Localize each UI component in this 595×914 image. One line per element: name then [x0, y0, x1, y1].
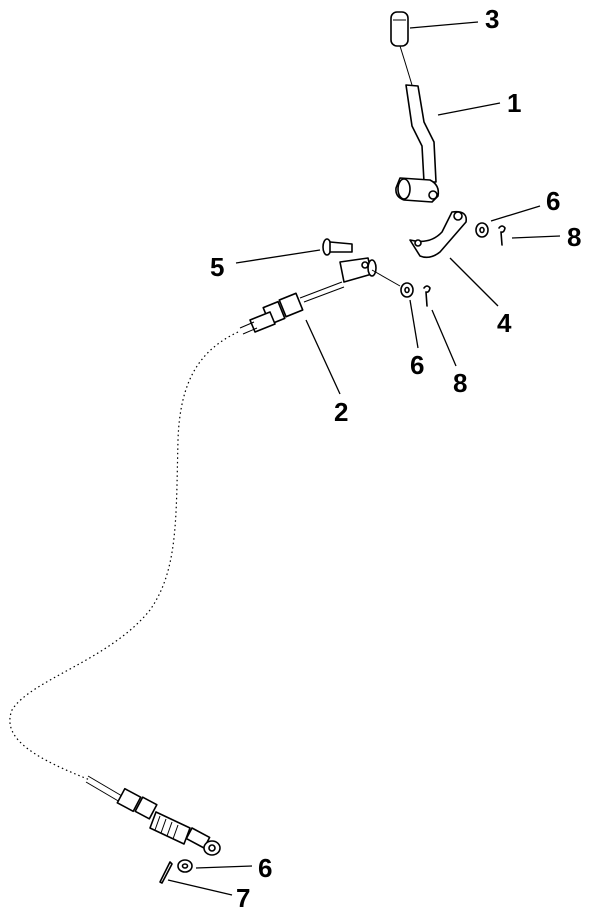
- cable-lower-end-part: [85, 775, 221, 856]
- callout-6-bottom: 6: [258, 853, 272, 883]
- cotter-pin-part: [159, 861, 173, 884]
- cable-upper-end-part: [239, 281, 345, 335]
- cable-clevis-part: [339, 257, 401, 287]
- cable-run-dotted: [9, 331, 239, 781]
- callout-2: 2: [334, 397, 348, 427]
- knob-part: [390, 11, 409, 47]
- clip-pin-mid-part: [423, 285, 431, 307]
- leader-6-top: [490, 205, 541, 222]
- washer-mid-part: [400, 282, 414, 298]
- callout-6-mid: 6: [410, 350, 424, 380]
- washer-top-part: [475, 222, 489, 238]
- leader-5: [235, 249, 321, 264]
- callout-4: 4: [497, 308, 512, 338]
- leader-3: [409, 21, 479, 29]
- leader-1: [437, 102, 501, 116]
- quadrant-plate-part: [409, 210, 468, 259]
- callout-7: 7: [236, 883, 250, 913]
- leader-6-mid: [409, 299, 419, 349]
- clevis-pin-part: [322, 238, 353, 256]
- callout-8-top: 8: [567, 222, 581, 252]
- clip-pin-top-part: [498, 225, 506, 246]
- leader-4: [449, 257, 499, 307]
- shift-lever-part: [395, 45, 440, 203]
- callout-3: 3: [485, 4, 499, 34]
- washer-bottom-part: [177, 859, 193, 873]
- callout-8-mid: 8: [453, 368, 467, 398]
- leader-8-top: [511, 235, 561, 239]
- leader-7: [167, 879, 233, 896]
- leader-8-mid: [431, 309, 457, 367]
- callout-5: 5: [210, 252, 224, 282]
- leader-2: [305, 319, 341, 395]
- callout-1: 1: [507, 88, 521, 118]
- leader-6-bottom: [195, 865, 253, 869]
- callout-6-top: 6: [546, 186, 560, 216]
